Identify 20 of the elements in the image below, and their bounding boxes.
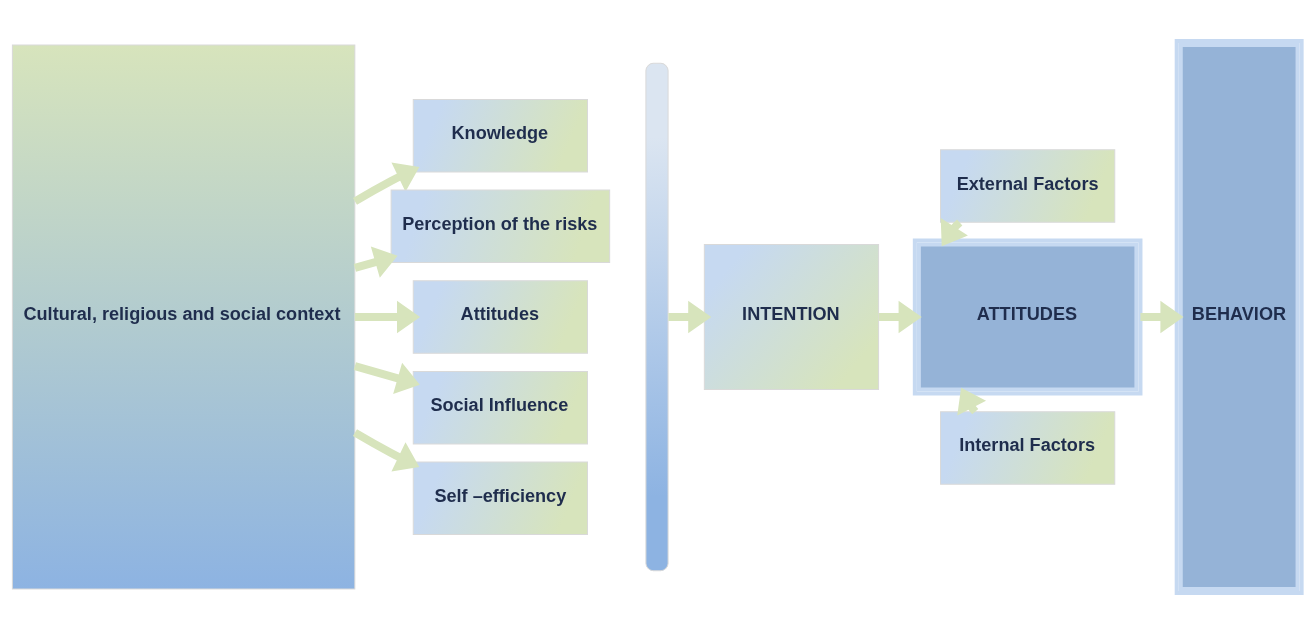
arrow [352,428,420,471]
node-box: Cultural, religious and social context [11,44,356,589]
arrow [668,300,712,333]
node-box: BEHAVIOR [1174,38,1304,595]
node-box: INTENTION [703,243,880,390]
node-box: Perception of the risks [390,189,611,263]
node-box: Knowledge [412,98,588,172]
node-box: ATTITUDES [912,237,1143,396]
arrow [354,300,421,333]
node-box: Social Influence [412,370,588,444]
arrow [352,162,420,205]
node-box: Internal Factors [940,410,1116,485]
node-box: External Factors [940,148,1116,223]
arrow [878,300,922,333]
node-box: Self –efficiency [412,461,588,535]
arrow [1140,300,1184,333]
node-box: Attitudes [412,279,588,354]
arrow [353,246,398,278]
node-bar [645,62,669,571]
arrow [353,361,420,394]
